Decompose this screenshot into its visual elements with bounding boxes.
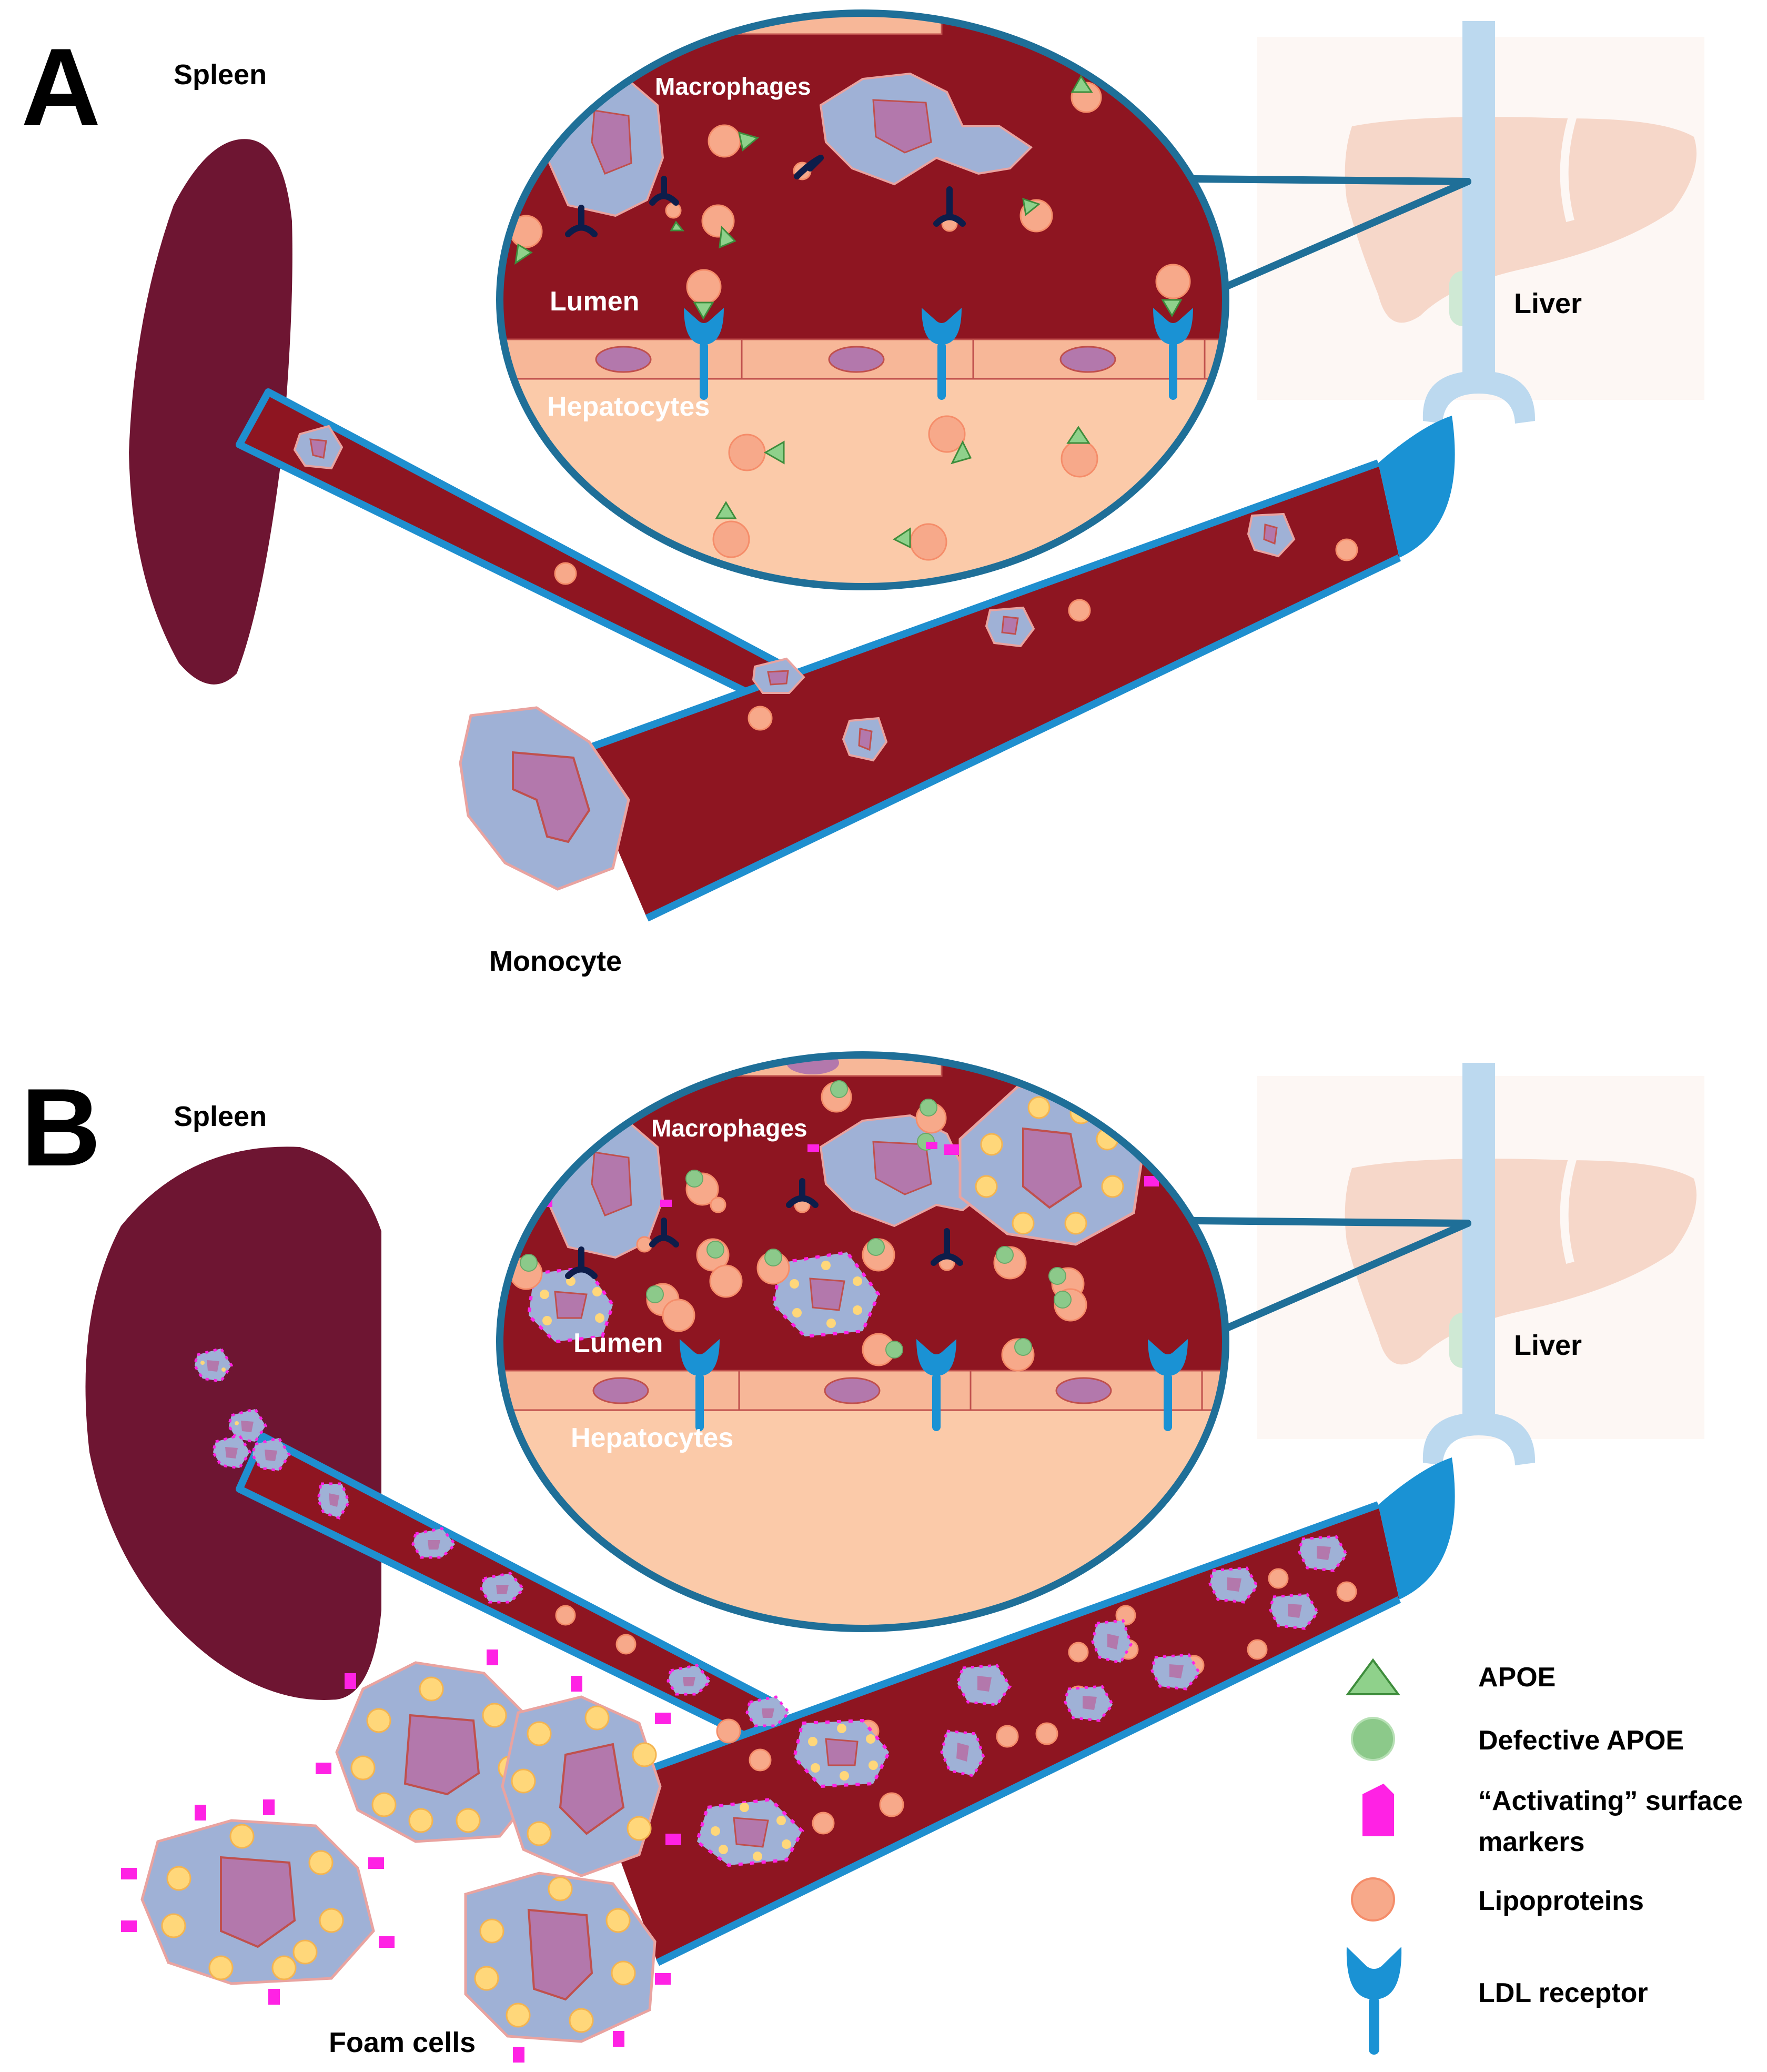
foam-cells	[121, 1649, 681, 2063]
large-monocyte-a	[459, 706, 630, 891]
panel-b: B Spleen Macrophages Lumen Hepatocytes L…	[21, 1051, 1704, 2063]
legend-item-ldl-receptor: LDL receptor	[1346, 1947, 1648, 2055]
macrophages-label-b: Macrophages	[651, 1114, 807, 1142]
macrophages-label-a: Macrophages	[655, 73, 811, 100]
lumen-label-a: Lumen	[550, 286, 639, 317]
legend-item-lipoproteins: Lipoproteins	[1351, 1877, 1644, 1922]
portal-vein-a	[1422, 21, 1536, 424]
legend: APOE Defective APOE “Activating” surface…	[1346, 1658, 1743, 2055]
panel-a-letter: A	[21, 25, 101, 149]
legend-item-apoe: APOE	[1346, 1658, 1556, 1695]
foam-cells-label: Foam cells	[329, 2027, 476, 2058]
defective-apoe-icon	[1351, 1717, 1395, 1761]
ldl-receptor-icon	[1346, 1947, 1402, 2055]
legend-label-ldl-receptor: LDL receptor	[1478, 1978, 1648, 2008]
legend-label-lipoproteins: Lipoproteins	[1478, 1886, 1644, 1916]
lipoprotein-icon	[1351, 1877, 1395, 1922]
zoom-connector-a	[1190, 175, 1471, 290]
spleen-label-b: Spleen	[174, 1101, 267, 1132]
panel-b-letter: B	[21, 1065, 101, 1189]
main-vessel-a	[574, 416, 1455, 922]
vessel-lipoproteins-a	[554, 538, 1358, 731]
ldl-receptors-b	[680, 1339, 1188, 1431]
panel-a: A Spleen Macrophages Lumen Hepatocytes L…	[21, 9, 1704, 977]
legend-label-activating-line1: “Activating” surface	[1478, 1786, 1743, 1816]
foam-cell	[464, 1872, 671, 2063]
legend-label-activating-line2: markers	[1478, 1827, 1584, 1857]
legend-label-defective-apoe: Defective APOE	[1478, 1725, 1684, 1756]
hepatocytes-label-a: Hepatocytes	[547, 391, 710, 422]
foam-cell	[121, 1799, 395, 2005]
ldl-receptors-a	[684, 308, 1193, 400]
liver-label-b: Liver	[1514, 1330, 1582, 1361]
zoom-circle-a	[496, 9, 1229, 590]
foam-cell	[316, 1649, 555, 1843]
zoom-connector-b	[1190, 1217, 1471, 1332]
portal-vein-b	[1422, 1063, 1536, 1465]
activating-marker-icon	[1362, 1784, 1394, 1836]
foam-cell	[501, 1676, 681, 1877]
lumen-label-b: Lumen	[573, 1328, 663, 1359]
legend-item-activating-markers: “Activating” surface markers	[1362, 1784, 1743, 1857]
monocyte-label-a: Monocyte	[489, 946, 622, 977]
vessel-monocytes-a	[293, 425, 1296, 762]
legend-item-defective-apoe: Defective APOE	[1351, 1717, 1684, 1761]
vessel-activated-monocytes-b	[193, 1347, 1349, 1867]
legend-label-apoe: APOE	[1478, 1662, 1556, 1693]
spleen-a	[129, 139, 292, 685]
hepatocytes-label-b: Hepatocytes	[571, 1423, 733, 1453]
spleen-label-a: Spleen	[174, 59, 267, 90]
apoe-icon	[1346, 1658, 1400, 1695]
liver-label-a: Liver	[1514, 288, 1582, 319]
